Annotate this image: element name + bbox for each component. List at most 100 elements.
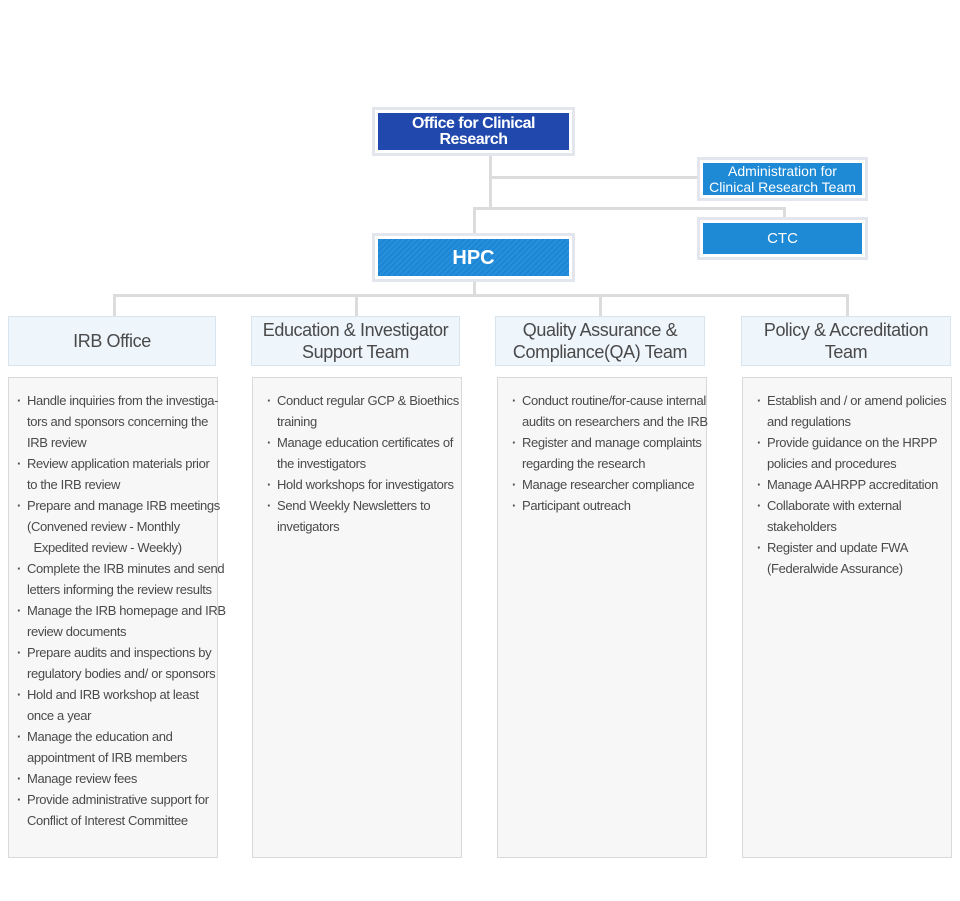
team-title-line: Compliance(QA) Team [512, 342, 688, 362]
responsibility-item: Complete the IRB minutes and send letters… [17, 558, 225, 600]
responsibility-item: Hold workshops for investigators [267, 474, 461, 495]
team-title-line: IRB Office [73, 331, 151, 351]
responsibility-line: Provide guidance on the HRPP [767, 435, 938, 450]
responsibility-item: Prepare audits and inspections by regulat… [17, 642, 217, 684]
responsibility-line: Register and update FWA [767, 540, 909, 555]
hpc-label: HPC [378, 239, 569, 276]
responsibility-line: the investigators [277, 456, 366, 471]
team-header: IRB Office [8, 316, 216, 366]
responsibility-line: Register and manage complaints [522, 435, 702, 450]
team-title-line: Support Team [302, 342, 409, 362]
connector-team-1 [113, 294, 116, 316]
responsibility-line: letters informing the review results [27, 582, 212, 597]
responsibility-line: Review application materials prior [27, 456, 210, 471]
responsibility-line: Expedited review - Weekly) [27, 540, 183, 555]
responsibility-item: Conduct routine/for-cause internal audits… [512, 390, 708, 432]
connector-ocr-down [489, 154, 492, 209]
responsibility-line: Manage education certificates of [277, 435, 453, 450]
responsibility-item: Send Weekly Newsletters to invetigators [267, 495, 461, 537]
responsibility-line: IRB review [27, 435, 87, 450]
connector-team-2 [355, 294, 358, 316]
responsibility-item: Manage the education and appointment of I… [17, 726, 217, 768]
responsibility-line: (Federalwide Assurance) [767, 561, 903, 576]
responsibility-line: invetigators [277, 519, 340, 534]
responsibility-item: Manage AAHRPP accreditation [757, 474, 951, 495]
connector-to-admin [489, 176, 699, 179]
responsibility-line: Complete the IRB minutes and send [27, 561, 225, 576]
responsibility-item: Register and update FWA (Federalwide Assu… [757, 537, 951, 579]
responsibility-line: Prepare and manage IRB meetings [27, 498, 220, 513]
responsibility-line: Manage review fees [27, 771, 138, 786]
office-for-clinical-research-node: Office for Clinical Research [372, 107, 575, 156]
responsibility-line: tors and sponsors concerning the [27, 414, 209, 429]
responsibility-item: Register and manage complaints regarding … [512, 432, 706, 474]
responsibility-item: Establish and / or amend policies and reg… [757, 390, 951, 432]
team-responsibilities: Establish and / or amend policies and reg… [742, 377, 952, 858]
responsibility-item: Manage education certificates of the inve… [267, 432, 461, 474]
team-title-line: Quality Assurance & [522, 320, 678, 340]
responsibility-line: Manage the education and [27, 729, 173, 744]
responsibility-line: policies and procedures [767, 456, 897, 471]
responsibility-line: review documents [27, 624, 127, 639]
responsibility-item: Provide administrative support forConfli… [17, 789, 217, 831]
responsibility-line: Manage the IRB homepage and IRB [27, 603, 226, 618]
team-title-line: Team [824, 342, 868, 362]
team-title-line: Education & Investigator [262, 320, 449, 340]
administration-team-label-line-2: Clinical Research Team [709, 179, 856, 195]
connector-hpc-down [473, 280, 476, 296]
responsibility-line: Conflict of Interest Committee [27, 813, 188, 828]
ctc-node: CTC [697, 217, 868, 260]
responsibility-line: Hold workshops for investigators [277, 477, 454, 492]
responsibility-line: Send Weekly Newsletters to [277, 498, 431, 513]
responsibility-line: regulatory bodies and/ or sponsors [27, 666, 216, 681]
responsibility-line: and regulations [767, 414, 851, 429]
team-responsibilities: Handle inquiries from the investiga-tors… [8, 377, 226, 858]
administration-team-label-line-1: Administration for [728, 163, 837, 179]
ctc-label: CTC [703, 223, 862, 254]
responsibility-line: to the IRB review [27, 477, 121, 492]
connector-to-ctc [783, 207, 786, 218]
responsibility-item: Handle inquiries from the investiga-tors… [17, 390, 219, 453]
responsibility-item: Conduct regular GCP & Bioethics training [267, 390, 461, 432]
responsibility-line: stakeholders [767, 519, 837, 534]
administration-team-label: Administration for Clinical Research Tea… [703, 163, 862, 195]
responsibility-line: Prepare audits and inspections by [27, 645, 212, 660]
office-for-clinical-research-label: Office for Clinical Research [378, 113, 569, 150]
responsibility-line: Participant outreach [522, 498, 631, 513]
responsibility-line: audits on researchers and the IRB [522, 414, 708, 429]
responsibility-item: Manage review fees [17, 768, 217, 789]
connector-team-4 [846, 294, 849, 316]
responsibility-line: regarding the research [522, 456, 646, 471]
responsibility-line: Provide administrative support for [27, 792, 209, 807]
responsibility-line: appointment of IRB members [27, 750, 187, 765]
responsibility-item: Provide guidance on the HRPP policies and… [757, 432, 951, 474]
responsibility-item: Review application materials prior to the… [17, 453, 217, 495]
responsibility-line: once a year [27, 708, 92, 723]
responsibility-line: Collaborate with external [767, 498, 902, 513]
responsibility-line: Handle inquiries from the investiga- [27, 393, 219, 408]
responsibility-item: Participant outreach [512, 495, 706, 516]
responsibility-line: Manage researcher compliance [522, 477, 695, 492]
responsibility-item: Manage the IRB homepage and IRB review do… [17, 600, 226, 642]
responsibility-item: Manage researcher compliance [512, 474, 706, 495]
responsibility-item: Prepare and manage IRB meetings (Convened… [17, 495, 220, 558]
responsibility-line: training [277, 414, 317, 429]
responsibility-line: Conduct routine/for-cause internal [522, 393, 706, 408]
administration-team-node: Administration for Clinical Research Tea… [697, 157, 868, 201]
team-responsibilities: Conduct routine/for-cause internal audits… [497, 377, 708, 858]
connector-team-bar [113, 294, 849, 297]
connector-team-3 [599, 294, 602, 316]
connector-to-hpc [473, 207, 476, 234]
responsibility-line: Conduct regular GCP & Bioethics [277, 393, 459, 408]
responsibility-item: Collaborate with external stakeholders [757, 495, 951, 537]
team-header: Quality Assurance &Compliance(QA) Team [495, 316, 705, 366]
hpc-node: HPC [372, 233, 575, 282]
team-title-line: Policy & Accreditation [763, 320, 929, 340]
responsibility-line: Establish and / or amend policies [767, 393, 947, 408]
responsibility-line: Manage AAHRPP accreditation [767, 477, 938, 492]
responsibility-line: (Convened review - Monthly [27, 519, 180, 534]
team-responsibilities: Conduct regular GCP & Bioethics trainingM… [252, 377, 462, 858]
